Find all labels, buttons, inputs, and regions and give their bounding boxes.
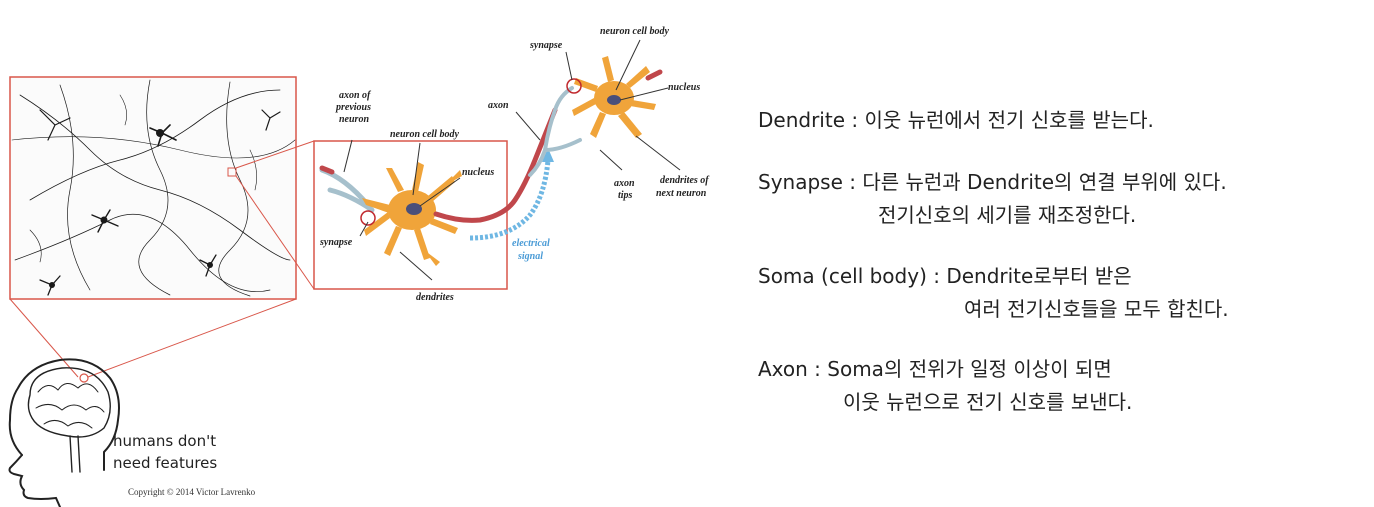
neural-network-image: [9, 76, 297, 300]
note-axon-line-2: 이웃 뉴런으로 전기 신호를 보낸다.: [843, 390, 1133, 414]
note-synapse: Synapse : 다른 뉴런과 Dendrite의 연결 부위에 있다. 전기…: [758, 166, 1227, 232]
label-dendrites-of-next-neuron: dendrites of next neuron: [656, 175, 711, 199]
note-dendrite-text: Dendrite : 이웃 뉴런에서 전기 신호를 받는다.: [758, 108, 1154, 132]
note-soma-line-1: Soma (cell body) : Dendrite로부터 받은: [758, 264, 1132, 288]
label-nucleus: nucleus: [462, 167, 494, 178]
copyright-notice: Copyright © 2014 Victor Lavrenko: [128, 487, 256, 497]
caption-humans-dont-need-features: humans don't need features: [113, 430, 253, 474]
electrical-signal-arrow: [469, 159, 551, 241]
label-axon: axon: [488, 100, 509, 111]
label-axon-of-previous-neuron: axon of previous neuron: [335, 90, 374, 125]
label-electrical-signal: electrical signal: [512, 238, 552, 262]
zoom-connector-lines: [9, 140, 315, 378]
label-synapse: synapse: [319, 237, 353, 248]
label-neuron-cell-body-next: neuron cell body: [600, 26, 669, 37]
zoomed-neuron-frame: [313, 140, 508, 290]
neuron-diagram: axon of previous neuron neuron cell body…: [8, 26, 711, 507]
note-synapse-line-2: 전기신호의 세기를 재조정한다.: [878, 203, 1137, 227]
caption-line-2: need features: [113, 454, 218, 472]
note-soma: Soma (cell body) : Dendrite로부터 받은 여러 전기신…: [758, 260, 1229, 326]
note-synapse-line-1: Synapse : 다른 뉴런과 Dendrite의 연결 부위에 있다.: [758, 170, 1227, 194]
note-soma-line-2: 여러 전기신호들을 모두 합친다.: [964, 297, 1229, 321]
note-dendrite: Dendrite : 이웃 뉴런에서 전기 신호를 받는다.: [758, 104, 1154, 137]
label-dendrites: dendrites: [416, 292, 454, 303]
second-neuron: [528, 56, 663, 177]
first-neuron: [319, 107, 558, 266]
caption-line-1: humans don't: [113, 432, 217, 450]
note-axon: Axon : Soma의 전위가 일정 이상이 되면 이웃 뉴런으로 전기 신호…: [758, 353, 1132, 419]
human-head-illustration: [8, 358, 120, 507]
note-axon-line-1: Axon : Soma의 전위가 일정 이상이 되면: [758, 357, 1112, 381]
label-pointers: [343, 39, 681, 281]
label-synapse-next: synapse: [529, 40, 563, 51]
label-neuron-cell-body: neuron cell body: [390, 129, 459, 140]
label-axon-tips: axon tips: [614, 178, 637, 201]
label-nucleus-next: nucleus: [668, 82, 700, 93]
